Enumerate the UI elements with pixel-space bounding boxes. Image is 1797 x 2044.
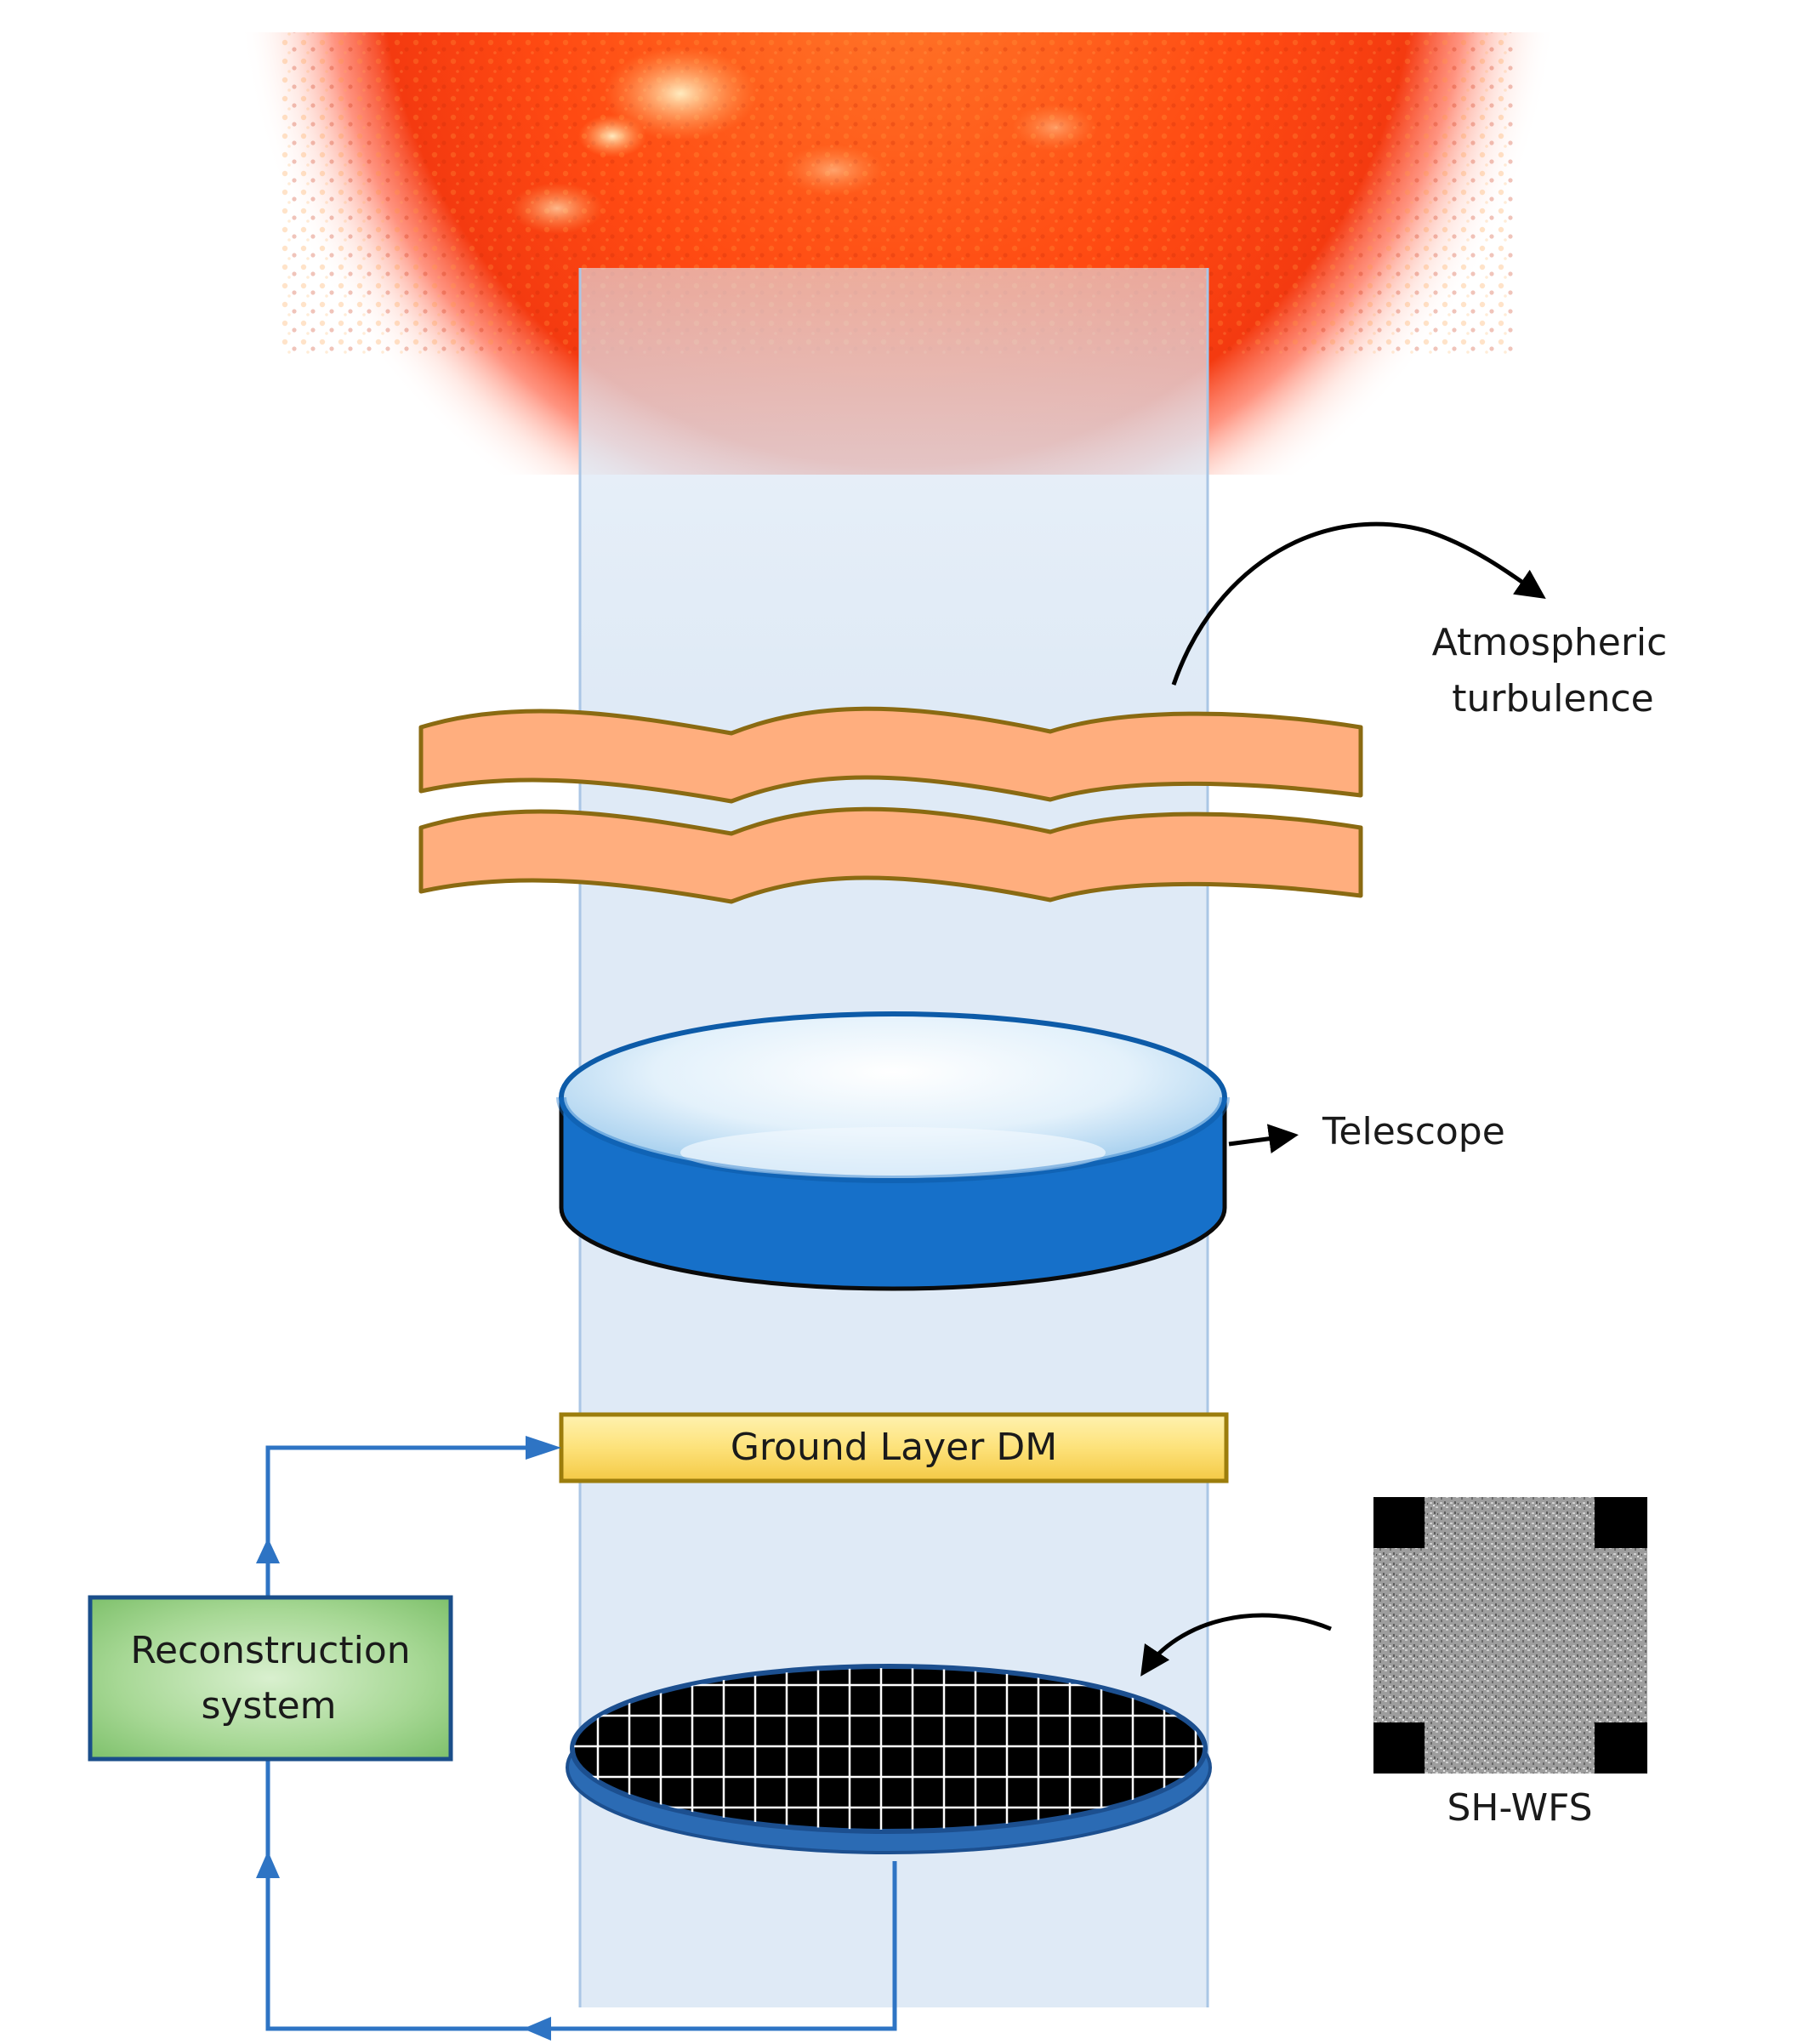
atmospheric-turbulence-label-line1: Atmospheric bbox=[1432, 621, 1668, 664]
loop-line-to-dm bbox=[265, 1445, 527, 1597]
atmospheric-turbulence-label-line2: turbulence bbox=[1452, 677, 1654, 720]
loop-arrowhead-left bbox=[523, 2017, 551, 2041]
turbulence-layer-upper bbox=[418, 706, 1363, 804]
turbulence-curved-arrow bbox=[1171, 521, 1546, 686]
wfs-curved-arrow bbox=[1140, 1613, 1332, 1677]
loop-arrowhead-up-top bbox=[256, 1538, 280, 1563]
telescope-label: Telescope bbox=[1322, 1110, 1505, 1153]
turbulence-layer-lower bbox=[418, 806, 1363, 904]
sun-image bbox=[0, 32, 1797, 475]
loop-arrowhead-up-bottom bbox=[256, 1851, 280, 1878]
telescope-aperture-icon bbox=[556, 1011, 1230, 1291]
lenslet-grid-icon bbox=[566, 1664, 1212, 1854]
loop-arrowhead-dm bbox=[526, 1436, 561, 1460]
reconstruction-label-line2: system bbox=[201, 1684, 336, 1728]
loop-line-from-sensor bbox=[265, 1759, 897, 2031]
ground-layer-dm: Ground Layer DM bbox=[559, 1412, 1229, 1483]
reconstruction-label-line1: Reconstruction bbox=[130, 1629, 410, 1672]
sh-wfs-label: SH-WFS bbox=[1447, 1786, 1592, 1830]
telescope-arrow bbox=[1228, 1124, 1299, 1154]
ground-layer-dm-label: Ground Layer DM bbox=[731, 1426, 1057, 1469]
reconstruction-system: Reconstruction system bbox=[88, 1595, 453, 1762]
wavefront-sensor-image bbox=[1373, 1497, 1647, 1774]
turbulence-layers bbox=[418, 706, 1363, 904]
